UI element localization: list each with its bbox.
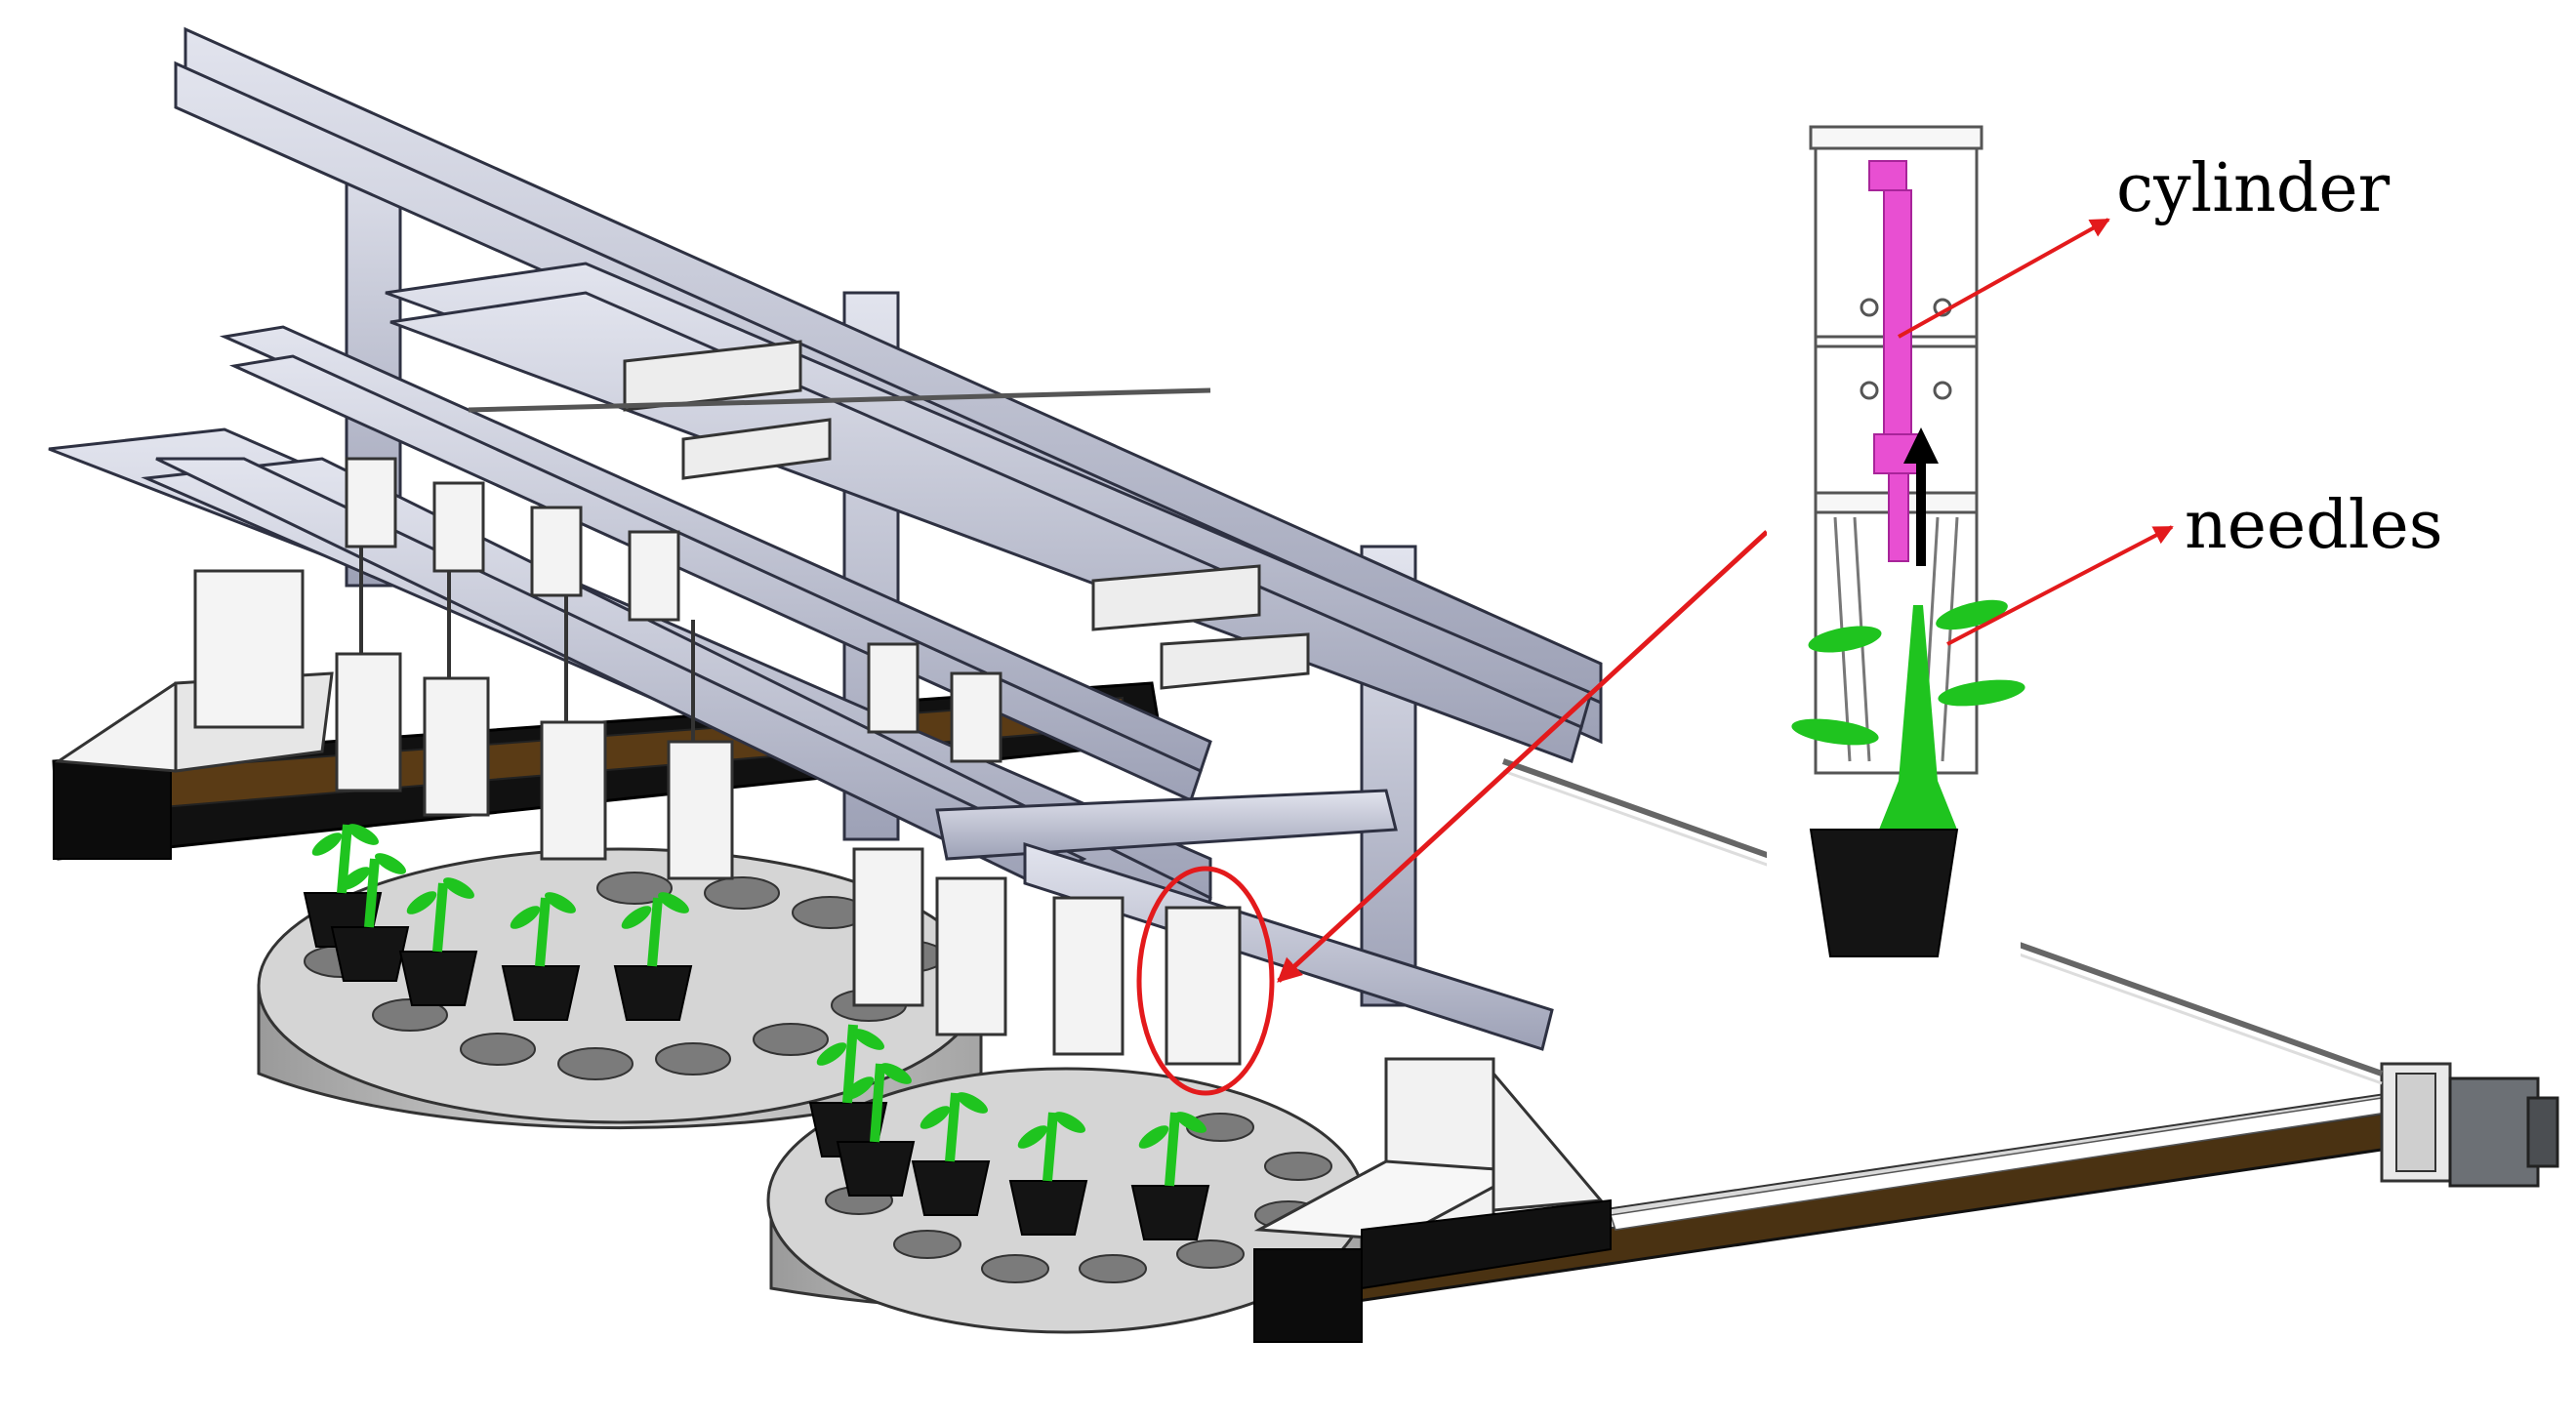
cylinder-callout-arrow (1898, 218, 2110, 339)
inset-pot-icon (1809, 829, 1959, 957)
needles-callout-arrow (1946, 525, 2174, 646)
seedlings-left (303, 824, 693, 1021)
linear-rail-right (1267, 1062, 2559, 1315)
side-bracket-left (54, 569, 334, 773)
gripper-heads-right (852, 642, 1242, 1066)
stepper-motor-icon (2448, 1076, 2559, 1188)
cylinder-part (1868, 160, 1919, 562)
linear-guide-blocks (468, 340, 1310, 690)
inset-seedling-icon (1791, 599, 2025, 830)
up-arrow-icon (1903, 427, 1939, 566)
cylinder-label: cylinder (2116, 150, 2391, 227)
gripper-heads-left (335, 457, 734, 880)
side-bracket-right (1253, 1057, 1612, 1343)
callout-pointer (1277, 530, 1769, 983)
seedlings-right (808, 1024, 1210, 1240)
needles-label: needles (2185, 487, 2443, 564)
highlight-circle (1136, 866, 1275, 1096)
gripper-detail-inset (1767, 117, 2025, 976)
